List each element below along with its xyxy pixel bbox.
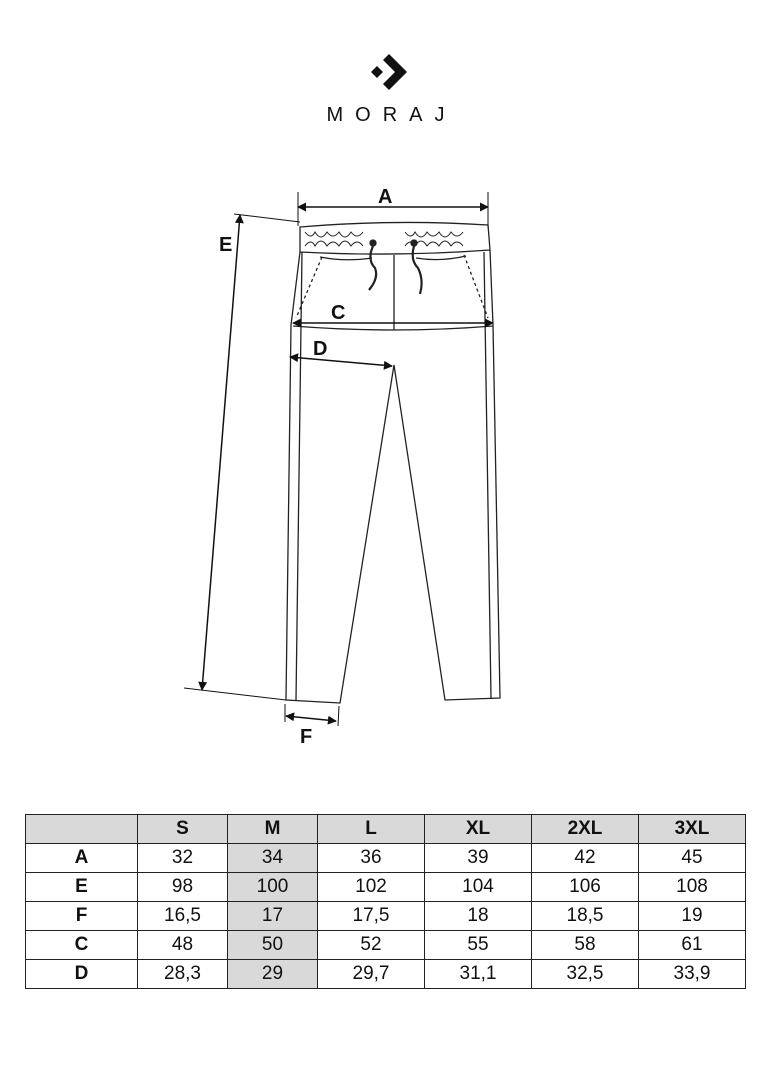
dimension-label-c: C bbox=[331, 302, 345, 324]
size-chart-table: S M L XL 2XL 3XL A 32 34 36 39 42 45 E 9… bbox=[25, 814, 746, 989]
table-cell: 58 bbox=[531, 930, 639, 960]
row-label: A bbox=[25, 843, 138, 873]
dimension-label-e: E bbox=[219, 234, 232, 256]
table-cell: 61 bbox=[638, 930, 746, 960]
table-cell: 50 bbox=[227, 930, 318, 960]
table-cell: 104 bbox=[424, 872, 532, 902]
table-cell: 31,1 bbox=[424, 959, 532, 989]
size-header: 3XL bbox=[638, 814, 746, 844]
table-cell: 34 bbox=[227, 843, 318, 873]
size-header: 2XL bbox=[531, 814, 639, 844]
table-cell: 36 bbox=[317, 843, 425, 873]
table-cell: 52 bbox=[317, 930, 425, 960]
table-cell: 42 bbox=[531, 843, 639, 873]
table-cell: 29 bbox=[227, 959, 318, 989]
table-cell: 108 bbox=[638, 872, 746, 902]
table-cell: 17,5 bbox=[317, 901, 425, 931]
table-cell: 48 bbox=[137, 930, 228, 960]
table-row: D 28,3 29 29,7 31,1 32,5 33,9 bbox=[25, 959, 746, 989]
table-row: E 98 100 102 104 106 108 bbox=[25, 872, 746, 902]
table-cell: 29,7 bbox=[317, 959, 425, 989]
table-cell: 106 bbox=[531, 872, 639, 902]
pants-diagram: A E C D F bbox=[183, 186, 501, 748]
size-header: XL bbox=[424, 814, 532, 844]
row-label: C bbox=[25, 930, 138, 960]
dimension-label-a: A bbox=[378, 186, 392, 208]
moraj-logo-icon bbox=[371, 54, 407, 90]
row-label: D bbox=[25, 959, 138, 989]
table-cell: 33,9 bbox=[638, 959, 746, 989]
table-cell: 102 bbox=[317, 872, 425, 902]
table-cell: 32,5 bbox=[531, 959, 639, 989]
table-cell: 19 bbox=[638, 901, 746, 931]
dimension-label-d: D bbox=[313, 338, 327, 360]
size-header: S bbox=[137, 814, 228, 844]
table-cell: 45 bbox=[638, 843, 746, 873]
table-row: C 48 50 52 55 58 61 bbox=[25, 930, 746, 960]
table-cell: 39 bbox=[424, 843, 532, 873]
size-header: L bbox=[317, 814, 425, 844]
table-cell: 17 bbox=[227, 901, 318, 931]
table-cell: 98 bbox=[137, 872, 228, 902]
table-cell: 32 bbox=[137, 843, 228, 873]
table-corner bbox=[25, 814, 138, 844]
table-cell: 18 bbox=[424, 901, 532, 931]
brand-name: MORAJ bbox=[326, 104, 457, 126]
size-header-row: S M L XL 2XL 3XL bbox=[25, 814, 746, 844]
table-cell: 28,3 bbox=[137, 959, 228, 989]
dimension-label-f: F bbox=[300, 726, 312, 748]
row-label: F bbox=[25, 901, 138, 931]
table-cell: 18,5 bbox=[531, 901, 639, 931]
table-row: F 16,5 17 17,5 18 18,5 19 bbox=[25, 901, 746, 931]
table-row: A 32 34 36 39 42 45 bbox=[25, 843, 746, 873]
row-label: E bbox=[25, 872, 138, 902]
table-cell: 55 bbox=[424, 930, 532, 960]
table-cell: 16,5 bbox=[137, 901, 228, 931]
table-cell: 100 bbox=[227, 872, 318, 902]
size-header: M bbox=[227, 814, 318, 844]
